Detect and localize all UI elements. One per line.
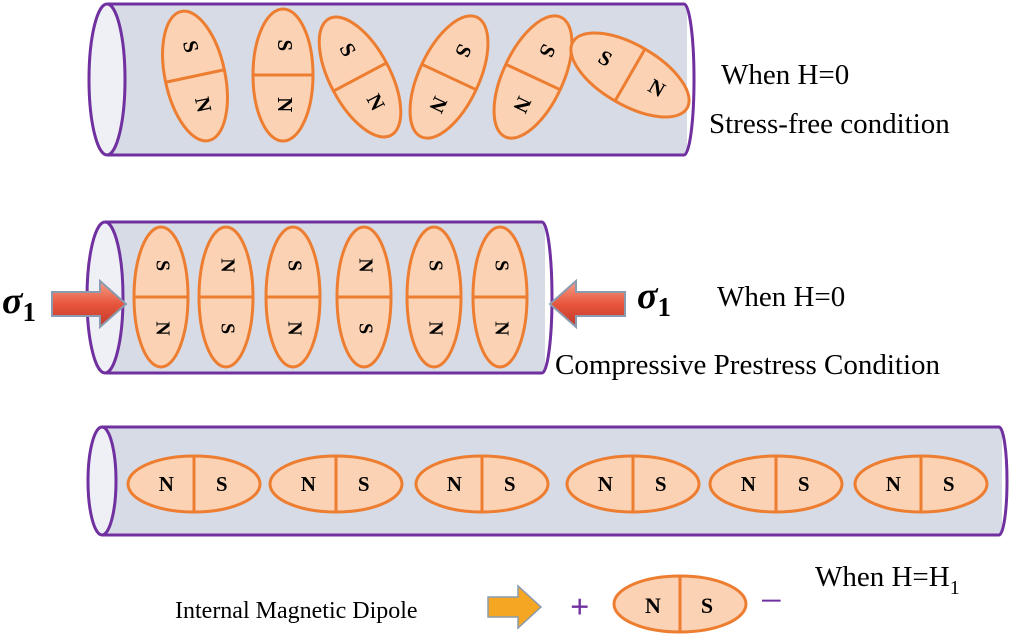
dipole-4: SN <box>408 14 490 140</box>
dipole-pole-bottom: S <box>354 323 376 334</box>
dipole-pole-s: S <box>504 472 516 496</box>
dipole-pole-bottom: N <box>424 321 446 336</box>
condition-label-2: When H=0 <box>717 281 845 313</box>
dipole-pole-top: S <box>490 260 512 271</box>
dipole-4: NS <box>335 225 393 369</box>
dipole-2: SN <box>251 7 315 143</box>
legend-arrow-icon <box>487 584 543 630</box>
dipole-pole-bottom: N <box>283 321 305 336</box>
legend-label: Internal Magnetic Dipole <box>175 598 418 624</box>
condition-label-3: When H=H1 <box>815 561 960 599</box>
dipole-pole-s: S <box>798 472 810 496</box>
stress-symbol-right: σ1 <box>637 275 671 322</box>
legend-dipole-n: N <box>645 593 661 618</box>
legend-dipole-s: S <box>701 593 713 618</box>
dipole-3: SN <box>264 225 322 369</box>
dipole-pole-n: N <box>301 472 316 496</box>
dipole-pole-top: N <box>354 258 376 273</box>
dipole-pole-s: S <box>943 472 955 496</box>
dipole-pole-top: S <box>424 260 446 271</box>
dipole-pole-bottom: S <box>216 323 238 334</box>
dipole-1: SN <box>161 9 229 143</box>
dipole-pole-n: N <box>886 472 901 496</box>
dipole-6: SN <box>471 225 529 369</box>
caption-stress-free: Stress-free condition <box>709 108 950 140</box>
legend-minus: − <box>760 578 783 623</box>
dipole-pole-s: S <box>216 472 228 496</box>
dipole-3: SN <box>317 15 403 139</box>
legend-dipole: N S <box>612 574 748 634</box>
dipole-1: SN <box>132 225 190 369</box>
stress-symbol-left: σ1 <box>2 280 36 327</box>
condition-label-1: When H=0 <box>721 59 849 91</box>
dipole-pole-n: N <box>598 472 613 496</box>
cylinder-field <box>86 425 1009 537</box>
dipole-pole-bottom: N <box>151 321 173 336</box>
dipole-pole-bottom: N <box>273 97 297 112</box>
dipole-5: SN <box>405 225 463 369</box>
dipole-pole-n: N <box>741 472 756 496</box>
dipole-pole-s: S <box>358 472 370 496</box>
dipole-6: SN <box>569 31 691 119</box>
dipole-pole-top: S <box>178 38 204 54</box>
dipole-pole-bottom: N <box>490 321 512 336</box>
dipole-5: SN <box>492 14 574 140</box>
dipole-pole-n: N <box>447 472 462 496</box>
dipole-2: NS <box>197 225 255 369</box>
dipole-pole-top: S <box>283 260 305 271</box>
caption-prestress: Compressive Prestress Condition <box>555 349 941 381</box>
stress-arrow-right-icon <box>548 278 626 330</box>
dipole-pole-top: S <box>273 39 297 51</box>
dipole-pole-bottom: N <box>190 95 217 115</box>
dipole-pole-s: S <box>655 472 667 496</box>
legend-plus: + <box>570 589 589 626</box>
dipole-pole-top: N <box>216 258 238 273</box>
stress-arrow-left-icon <box>51 278 128 330</box>
dipole-pole-top: S <box>151 260 173 271</box>
dipole-pole-n: N <box>159 472 174 496</box>
